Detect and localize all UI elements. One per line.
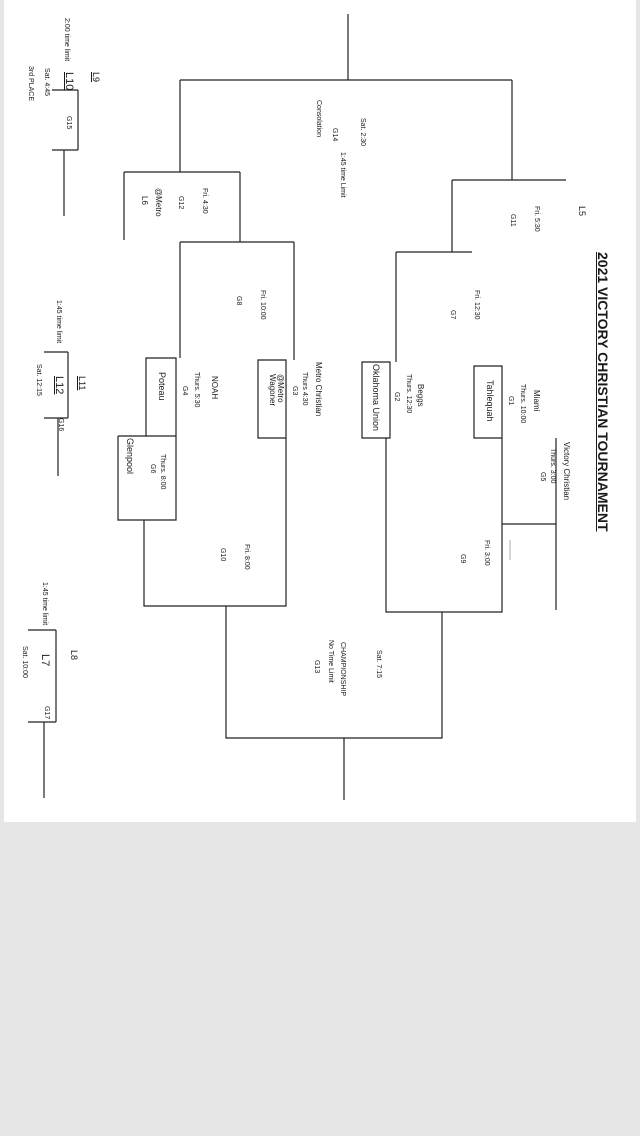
bracket-lines xyxy=(28,14,566,800)
loser-l12: L12 xyxy=(53,376,65,395)
team-tahlequah: Tahlequah xyxy=(485,380,495,422)
g5-id: G5 xyxy=(539,472,546,482)
team-wagoner: @Metro Wagoner xyxy=(268,374,285,407)
g8-time: Fri. 10:00 xyxy=(259,290,266,320)
g1-time: Thurs. 10:00 xyxy=(519,384,526,424)
g17-limit: 1:45 time limit xyxy=(41,582,48,626)
g2-id: G2 xyxy=(393,392,400,402)
team-oklahoma-union: Oklahoma Union xyxy=(371,364,381,432)
g13-id: G13 xyxy=(313,660,320,674)
championship-label: CHAMPIONSHIP xyxy=(339,642,346,697)
g10-id: G10 xyxy=(219,548,226,562)
g14-limit: 1:45 time Limit xyxy=(339,152,346,198)
loser-l10: L10 xyxy=(63,72,75,91)
g4-id: G4 xyxy=(181,386,188,396)
g16-id: G16 xyxy=(57,418,64,432)
g1-id: G1 xyxy=(507,396,514,406)
g8-id: G8 xyxy=(235,296,242,306)
g12-id: G12 xyxy=(177,196,184,210)
g2-time: Thurs. 12:30 xyxy=(405,374,412,414)
bracket-sheet: 2021 VICTORY CHRISTIAN TOURNAMENT Victor… xyxy=(4,0,636,822)
loser-l11: L11 xyxy=(77,376,87,391)
team-victory-christian: Victory Christian xyxy=(562,442,571,501)
g11-id: G11 xyxy=(509,214,516,227)
g7-id: G7 xyxy=(449,310,456,320)
g6-id: G6 xyxy=(149,464,156,474)
g17-id: G17 xyxy=(43,706,50,720)
team-metro-christian: Metro Christian xyxy=(314,362,323,417)
team-poteau: Poteau xyxy=(157,372,167,401)
loser-l5: L5 xyxy=(577,206,587,217)
g16-limit: 1:45 time limit xyxy=(55,300,62,344)
g12-time: Fri. 4:30 xyxy=(201,188,208,214)
team-glenpool: Glenpool xyxy=(125,438,135,475)
consolation-label: Consolation xyxy=(315,100,322,137)
g9-id: G9 xyxy=(459,554,466,564)
g10-time: Fri. 8:00 xyxy=(243,544,250,570)
g13-limit: No Time Limit xyxy=(327,640,334,683)
g11-time: Fri. 5:30 xyxy=(533,206,540,232)
g15-id: G15 xyxy=(65,116,72,130)
g3-id: G3 xyxy=(291,386,298,396)
loser-l8: L8 xyxy=(69,650,79,661)
g14-id: G14 xyxy=(331,128,338,142)
tournament-title: 2021 VICTORY CHRISTIAN TOURNAMENT xyxy=(595,252,611,532)
team-beggs: Beggs xyxy=(416,384,425,407)
g5-time: Thurs. 3:00 xyxy=(549,448,556,484)
g13-time: Sat. 7:15 xyxy=(375,650,382,679)
loser-l7: L7 xyxy=(39,654,51,667)
g6-time: Thurs. 8:00 xyxy=(159,454,166,490)
g15-time: Sat. 4:45 xyxy=(43,68,50,97)
loser-l9: L9 xyxy=(91,72,101,83)
g15-limit: 2:00 time limit xyxy=(63,18,70,62)
third-place-label: 3rd PLACE xyxy=(27,66,34,102)
team-noah: NOAH xyxy=(210,376,219,400)
g3-time: Thurs 4:30 xyxy=(301,372,308,406)
g9-time: Fri. 3:00 xyxy=(483,540,490,566)
g14-time: Sat. 2:30 xyxy=(359,118,366,147)
team-miami: Miami xyxy=(532,390,541,412)
g4-time: Thurs. 5:30 xyxy=(193,372,200,408)
g12-venue: @Metro xyxy=(154,188,163,217)
g7-time: Fri. 12:30 xyxy=(473,290,480,320)
g16-time: Sat. 12:15 xyxy=(35,364,42,396)
g17-time: Sat. 10:00 xyxy=(21,646,28,678)
loser-l6: L6 xyxy=(140,196,149,205)
